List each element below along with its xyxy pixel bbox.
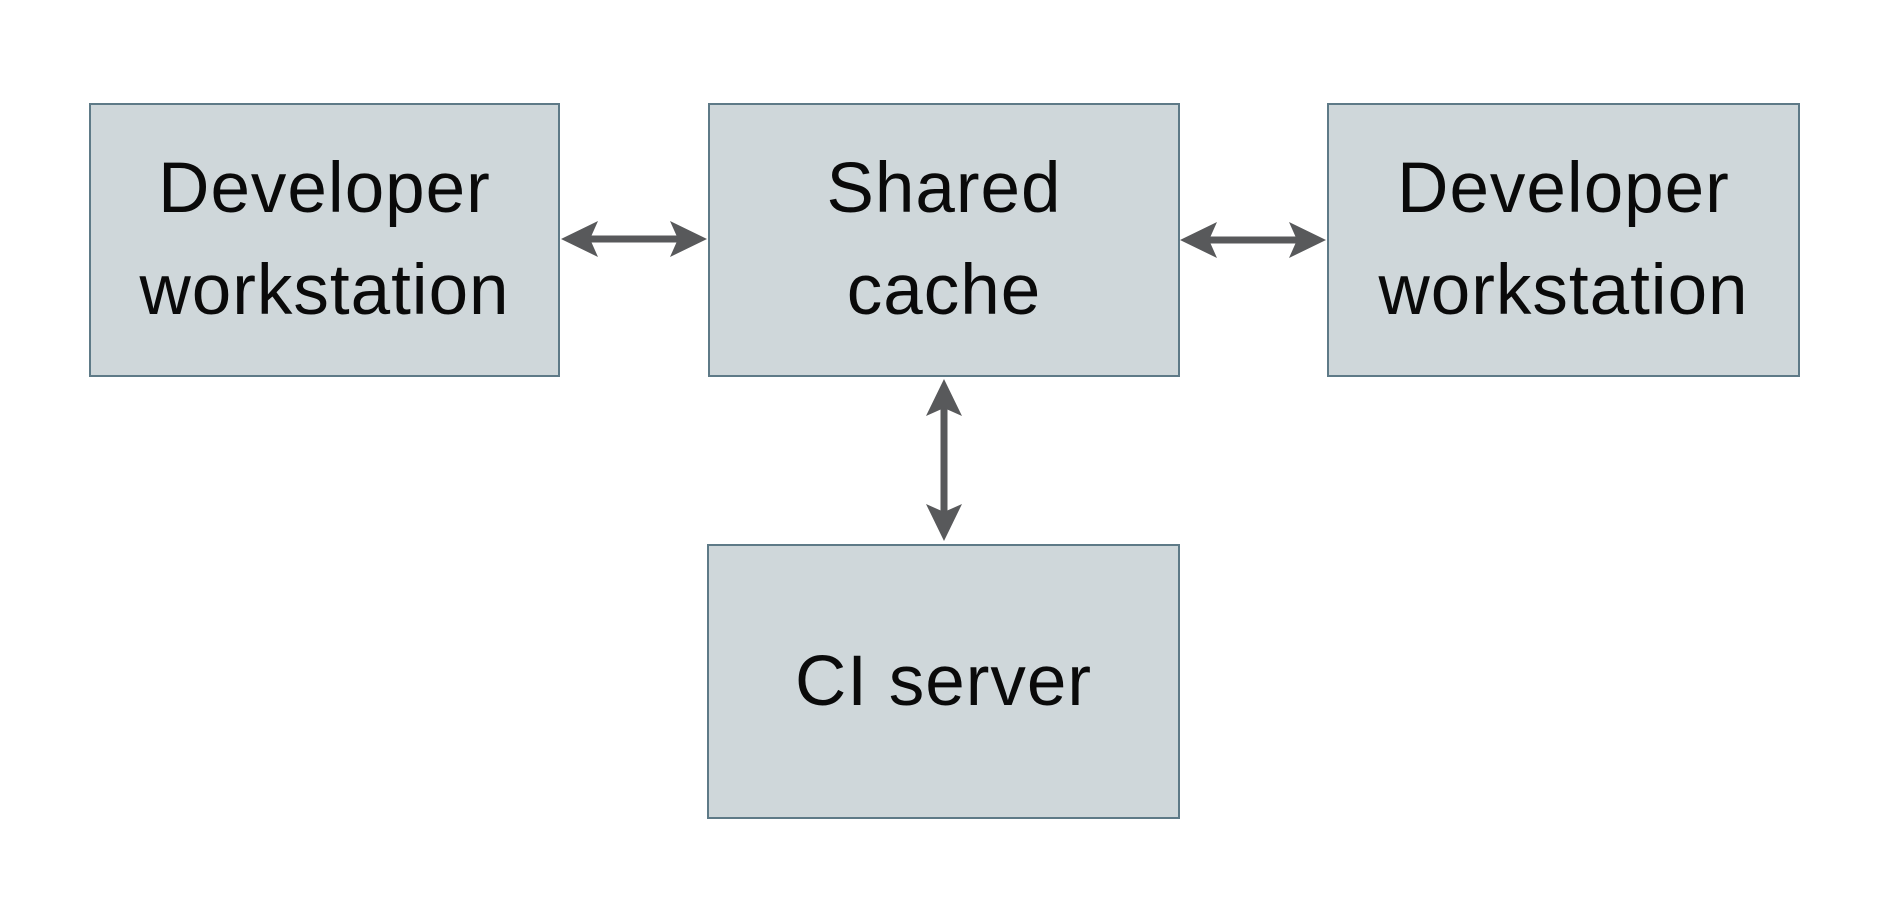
label-line: workstation <box>139 251 510 330</box>
node-developer-workstation-right: Developer workstation <box>1327 103 1800 377</box>
label-line: Developer <box>1397 149 1730 228</box>
node-shared-cache: Shared cache <box>708 103 1180 377</box>
node-developer-workstation-left: Developer workstation <box>89 103 560 377</box>
node-ci-server: CI server <box>707 544 1180 819</box>
node-developer-workstation-left-label: Developer workstation <box>139 138 509 342</box>
double-arrow-icon-cache-to-dev-right <box>1180 222 1326 258</box>
double-arrow-icon-cache-to-ci-server <box>926 379 962 541</box>
label-line: Shared <box>826 149 1062 228</box>
label-line: workstation <box>1378 251 1749 330</box>
label-line: Developer <box>158 149 491 228</box>
label-line: CI server <box>795 641 1092 721</box>
label-line: cache <box>846 251 1042 330</box>
node-ci-server-label: CI server <box>795 631 1092 733</box>
node-shared-cache-label: Shared cache <box>827 138 1062 342</box>
node-developer-workstation-right-label: Developer workstation <box>1378 138 1748 342</box>
double-arrow-icon-dev-left-to-cache <box>561 221 707 257</box>
